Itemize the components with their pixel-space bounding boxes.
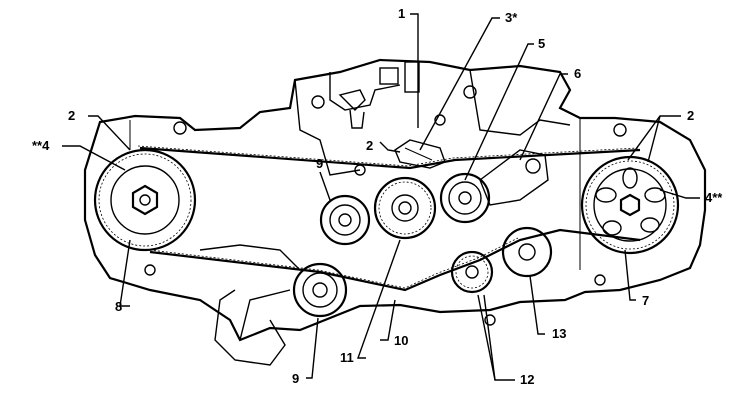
idler-pulley-lower [292, 262, 348, 318]
label-4-left: **4 [32, 138, 50, 153]
label-1: 1 [398, 6, 405, 21]
label-10: 10 [394, 333, 408, 348]
label-9-upper: 9 [316, 156, 323, 171]
crankshaft-sprocket [373, 176, 437, 240]
label-8: 8 [115, 299, 122, 314]
label-7: 7 [642, 293, 649, 308]
belt-tensioner [394, 139, 446, 169]
label-9-lower: 9 [292, 371, 299, 386]
label-11: 11 [340, 350, 354, 365]
sprocket-12 [450, 250, 494, 294]
timing-belt [137, 145, 641, 292]
pulley-13 [501, 226, 553, 278]
label-4-right: 4** [705, 190, 723, 205]
label-12: 12 [520, 372, 534, 387]
label-2-top-right: 2 [687, 108, 694, 123]
tensioner-pulley [439, 172, 491, 224]
left-camshaft-sprocket [93, 148, 197, 252]
engine-block-outline [83, 58, 707, 366]
idler-pulley-upper [319, 194, 371, 246]
label-3: 3* [505, 10, 518, 25]
leader-lines [62, 13, 700, 381]
label-2-center: 2 [366, 138, 373, 153]
label-5: 5 [538, 36, 545, 51]
label-2-top-left: 2 [68, 108, 75, 123]
tensioner-bracket [479, 149, 549, 206]
callout-labels: 1 3* 5 6 2 2 2 **4 4** 9 8 7 13 10 11 9 … [32, 6, 723, 387]
label-13: 13 [552, 326, 566, 341]
label-6: 6 [574, 66, 581, 81]
